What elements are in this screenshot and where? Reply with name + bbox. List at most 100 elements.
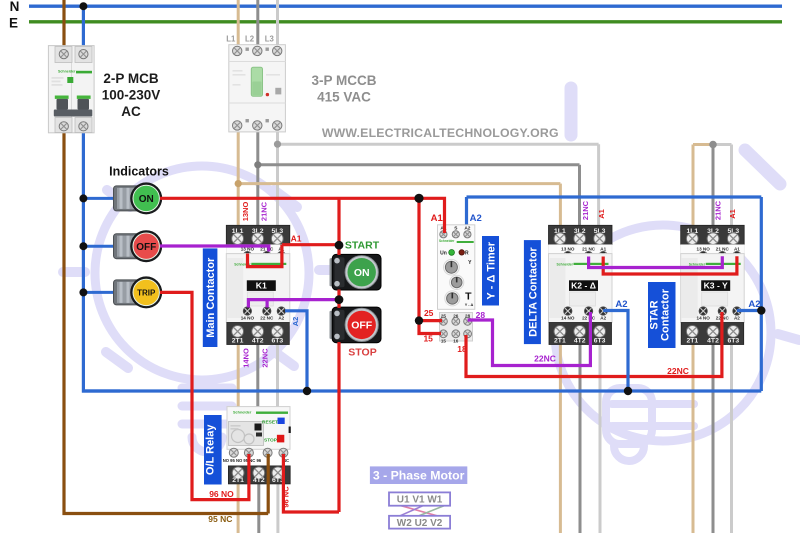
svg-text:WWW.ELECTRICALTECHNOLOGY.ORG: WWW.ELECTRICALTECHNOLOGY.ORG	[322, 126, 559, 140]
svg-text:21 NC: 21 NC	[716, 247, 730, 252]
svg-text:Y: Y	[468, 260, 472, 266]
svg-text:OFF: OFF	[351, 320, 373, 332]
svg-text:14 NO: 14 NO	[561, 316, 575, 321]
svg-text:2-P MCB: 2-P MCB	[103, 71, 159, 86]
svg-text:Schneider: Schneider	[58, 70, 76, 74]
svg-text:2T1: 2T1	[232, 477, 244, 484]
svg-text:1L1: 1L1	[554, 228, 566, 235]
svg-text:A2: A2	[291, 317, 300, 327]
svg-text:21 NC: 21 NC	[260, 247, 274, 252]
svg-text:3L2: 3L2	[252, 228, 264, 235]
svg-text:A2: A2	[470, 213, 482, 224]
svg-text:13 NO: 13 NO	[561, 247, 575, 252]
svg-text:6T3: 6T3	[727, 338, 739, 345]
svg-text:TRIP: TRIP	[137, 288, 156, 297]
svg-text:21 NC: 21 NC	[582, 247, 596, 252]
svg-text:DELTA Contactor: DELTA Contactor	[527, 247, 539, 337]
svg-text:5L3: 5L3	[271, 228, 283, 235]
svg-text:START: START	[345, 240, 380, 252]
svg-text:100-230V: 100-230V	[102, 88, 161, 103]
svg-text:4T2: 4T2	[574, 338, 586, 345]
svg-text:4T2: 4T2	[253, 477, 265, 484]
svg-text:15: 15	[423, 333, 433, 343]
svg-text:AC: AC	[121, 104, 141, 119]
svg-text:L3: L3	[265, 35, 275, 44]
svg-text:22NC: 22NC	[667, 366, 689, 376]
svg-text:A1: A1	[597, 209, 606, 219]
svg-text:13NO: 13NO	[241, 202, 250, 222]
svg-text:Un: Un	[440, 250, 447, 256]
svg-text:ON: ON	[139, 194, 154, 205]
svg-text:6T3: 6T3	[271, 338, 283, 345]
svg-text:2T1: 2T1	[232, 338, 244, 345]
svg-text:Schneider: Schneider	[689, 262, 706, 266]
svg-text:A1: A1	[291, 233, 302, 243]
svg-text:97 NO 95 NO 95 NC 96: 97 NO 95 NO 95 NC 96	[217, 458, 262, 463]
svg-text:15: 15	[441, 339, 447, 344]
svg-text:A2: A2	[734, 316, 740, 321]
svg-text:E: E	[9, 16, 18, 31]
svg-text:A1: A1	[600, 247, 606, 252]
svg-text:25: 25	[441, 313, 447, 318]
svg-text:95 NC: 95 NC	[208, 514, 232, 524]
svg-text:ON: ON	[354, 267, 370, 279]
svg-text:STOP: STOP	[264, 438, 278, 444]
svg-text:13 NO: 13 NO	[241, 247, 255, 252]
svg-text:Y - Δ: Y - Δ	[465, 303, 474, 307]
svg-text:96 NC: 96 NC	[281, 486, 290, 508]
svg-text:R: R	[465, 251, 469, 257]
svg-text:U1 V1 W1: U1 V1 W1	[397, 495, 443, 506]
svg-text:14 NO: 14 NO	[241, 316, 255, 321]
svg-text:3L2: 3L2	[574, 228, 586, 235]
svg-text:6T3: 6T3	[272, 477, 284, 484]
svg-text:Y - Δ Timer: Y - Δ Timer	[485, 241, 497, 299]
svg-text:O/L Relay: O/L Relay	[204, 424, 216, 475]
svg-text:22NC: 22NC	[534, 353, 556, 363]
svg-text:4T2: 4T2	[707, 338, 719, 345]
svg-text:RESET: RESET	[262, 420, 278, 426]
svg-text:21NC: 21NC	[581, 200, 590, 220]
svg-text:3 - Phase Motor: 3 - Phase Motor	[373, 468, 465, 482]
svg-text:2T1: 2T1	[554, 338, 566, 345]
svg-text:N: N	[10, 0, 20, 14]
svg-text:A2: A2	[600, 316, 606, 321]
svg-text:STAR: STAR	[649, 300, 661, 329]
svg-text:21NC: 21NC	[714, 200, 723, 220]
svg-text:A1: A1	[431, 213, 444, 224]
svg-text:K2 - Δ: K2 - Δ	[571, 281, 596, 291]
svg-text:5L3: 5L3	[727, 228, 739, 235]
svg-text:16: 16	[453, 339, 459, 344]
svg-text:OFF: OFF	[136, 242, 156, 253]
svg-text:L1: L1	[226, 35, 236, 44]
svg-text:14 NO: 14 NO	[697, 316, 711, 321]
svg-text:14NO: 14NO	[241, 348, 250, 368]
svg-text:1L1: 1L1	[232, 228, 244, 235]
svg-text:Indicators: Indicators	[109, 165, 169, 179]
svg-text:28: 28	[465, 313, 471, 318]
svg-text:A2: A2	[748, 299, 760, 310]
svg-text:6T3: 6T3	[594, 338, 606, 345]
svg-text:13 NO: 13 NO	[697, 247, 711, 252]
svg-text:L2: L2	[245, 35, 255, 44]
svg-text:A2: A2	[615, 299, 627, 310]
svg-text:3L2: 3L2	[707, 228, 719, 235]
svg-text:Schneider: Schneider	[233, 411, 252, 415]
svg-text:18: 18	[457, 344, 467, 354]
svg-text:Main Contactor: Main Contactor	[205, 257, 217, 338]
svg-text:W2 U2 V2: W2 U2 V2	[397, 518, 443, 529]
svg-text:T: T	[465, 291, 472, 303]
svg-text:A2: A2	[278, 316, 284, 321]
svg-text:4T2: 4T2	[252, 338, 264, 345]
svg-text:22NC: 22NC	[260, 348, 269, 368]
svg-text:Schneider: Schneider	[234, 262, 251, 266]
svg-text:1L1: 1L1	[686, 228, 698, 235]
svg-text:K3 - Y: K3 - Y	[704, 281, 728, 291]
svg-text:415 VAC: 415 VAC	[317, 90, 371, 105]
svg-text:Schneider: Schneider	[439, 239, 455, 243]
svg-text:A1: A1	[728, 209, 737, 219]
svg-text:2T1: 2T1	[686, 338, 698, 345]
svg-text:25: 25	[424, 308, 434, 318]
svg-text:21NC: 21NC	[260, 201, 269, 221]
svg-text:Contactor: Contactor	[660, 288, 672, 341]
svg-text:S: S	[454, 226, 458, 232]
